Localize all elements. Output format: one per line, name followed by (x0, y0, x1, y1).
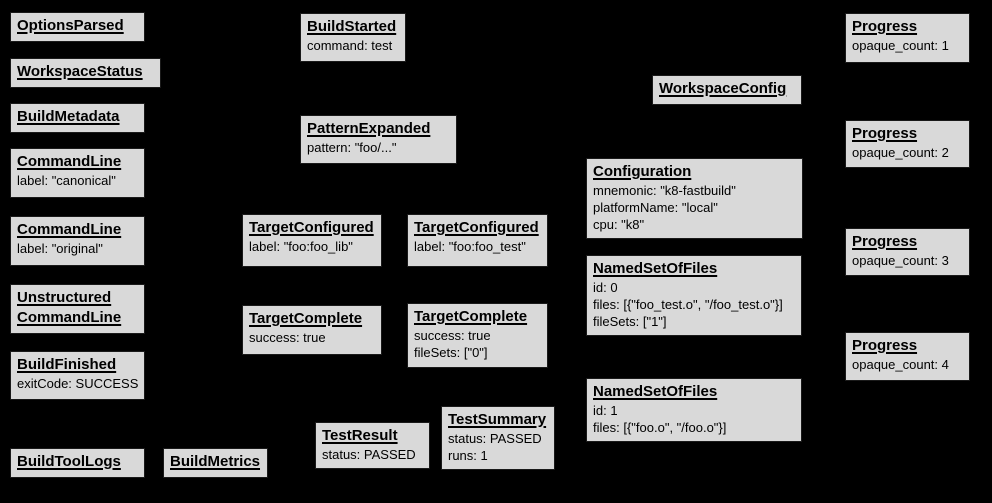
node-title: BuildStarted (307, 18, 397, 35)
node-build-metrics: BuildMetrics (163, 448, 268, 478)
node-title: WorkspaceConfig (659, 80, 787, 97)
node-field: exitCode: SUCCESS (17, 376, 139, 391)
node-field: success: true (249, 330, 326, 345)
node-target-complete-foo-test: TargetComplete success: true fileSets: ["0… (407, 303, 548, 368)
node-build-finished: BuildFinished exitCode: SUCCESS (10, 351, 146, 400)
node-field: fileSets: ["0"] (414, 345, 488, 360)
node-title: CommandLine (17, 221, 122, 238)
node-field: label: "foo:foo_test" (414, 239, 526, 254)
node-target-configured-foo-test: TargetConfigured label: "foo:foo_test" (407, 214, 548, 267)
node-field: runs: 1 (448, 448, 488, 463)
node-title: Unstructured CommandLine (17, 289, 122, 326)
node-title: Progress (852, 125, 918, 142)
node-field: files: [{"foo.o", "/foo.o"}] (593, 420, 727, 435)
node-unstructured-command-line: Unstructured CommandLine (10, 284, 145, 334)
node-workspace-status: WorkspaceStatus (10, 58, 161, 88)
node-field: label: "foo:foo_lib" (249, 239, 353, 254)
node-title: Progress (852, 233, 918, 250)
node-field: opaque_count: 4 (852, 357, 949, 372)
node-field: id: 1 (593, 403, 618, 418)
node-field: files: [{"foo_test.o", "/foo_test.o"}] (593, 297, 783, 312)
node-title: Progress (852, 18, 918, 35)
node-test-result: TestResult status: PASSED (315, 422, 430, 469)
node-build-started: BuildStarted command: test (300, 13, 406, 62)
node-field: status: PASSED (448, 431, 542, 446)
node-field: id: 0 (593, 280, 618, 295)
node-field: label: "original" (17, 241, 103, 256)
node-title: BuildFinished (17, 356, 117, 373)
node-named-set-of-files-1: NamedSetOfFiles id: 1 files: [{"foo.o", "/… (586, 378, 802, 442)
node-title: WorkspaceStatus (17, 63, 143, 80)
node-progress-4: Progress opaque_count: 4 (845, 332, 970, 381)
node-title: TestSummary (448, 411, 547, 428)
node-title: BuildToolLogs (17, 453, 121, 470)
node-field: opaque_count: 3 (852, 253, 949, 268)
node-configuration: Configuration mnemonic: "k8-fastbuild" pla… (586, 158, 803, 239)
node-field: pattern: "foo/..." (307, 140, 397, 155)
node-test-summary: TestSummary status: PASSED runs: 1 (441, 406, 555, 470)
node-workspace-config: WorkspaceConfig (652, 75, 802, 105)
node-title: BuildMetadata (17, 108, 120, 125)
node-title: PatternExpanded (307, 120, 431, 137)
node-title: TargetConfigured (414, 219, 539, 236)
node-target-configured-foo-lib: TargetConfigured label: "foo:foo_lib" (242, 214, 382, 267)
node-progress-1: Progress opaque_count: 1 (845, 13, 970, 63)
node-build-metadata: BuildMetadata (10, 103, 145, 133)
node-field: opaque_count: 1 (852, 38, 949, 53)
node-command-line-original: CommandLine label: "original" (10, 216, 145, 266)
node-field: success: true (414, 328, 491, 343)
node-target-complete-foo-lib: TargetComplete success: true (242, 305, 382, 355)
node-field: label: "canonical" (17, 173, 116, 188)
node-field: platformName: "local" (593, 200, 718, 215)
node-progress-2: Progress opaque_count: 2 (845, 120, 970, 168)
node-title: Progress (852, 337, 918, 354)
node-field: fileSets: ["1"] (593, 314, 667, 329)
node-options-parsed: OptionsParsed (10, 12, 145, 42)
node-build-tool-logs: BuildToolLogs (10, 448, 145, 478)
node-progress-3: Progress opaque_count: 3 (845, 228, 970, 276)
node-title: TestResult (322, 427, 398, 444)
node-field: command: test (307, 38, 393, 53)
node-title: Configuration (593, 163, 692, 180)
node-named-set-of-files-0: NamedSetOfFiles id: 0 files: [{"foo_test.o… (586, 255, 802, 336)
node-pattern-expanded: PatternExpanded pattern: "foo/..." (300, 115, 457, 164)
node-field: status: PASSED (322, 447, 416, 462)
node-title: NamedSetOfFiles (593, 383, 718, 400)
node-title: TargetConfigured (249, 219, 374, 236)
node-title: NamedSetOfFiles (593, 260, 718, 277)
node-command-line-canonical: CommandLine label: "canonical" (10, 148, 145, 198)
node-title: BuildMetrics (170, 453, 261, 470)
node-field: opaque_count: 2 (852, 145, 949, 160)
node-title: TargetComplete (249, 310, 363, 327)
node-title: TargetComplete (414, 308, 528, 325)
node-title: OptionsParsed (17, 17, 124, 34)
node-field: mnemonic: "k8-fastbuild" (593, 183, 736, 198)
node-title: CommandLine (17, 153, 122, 170)
node-field: cpu: "k8" (593, 217, 645, 232)
